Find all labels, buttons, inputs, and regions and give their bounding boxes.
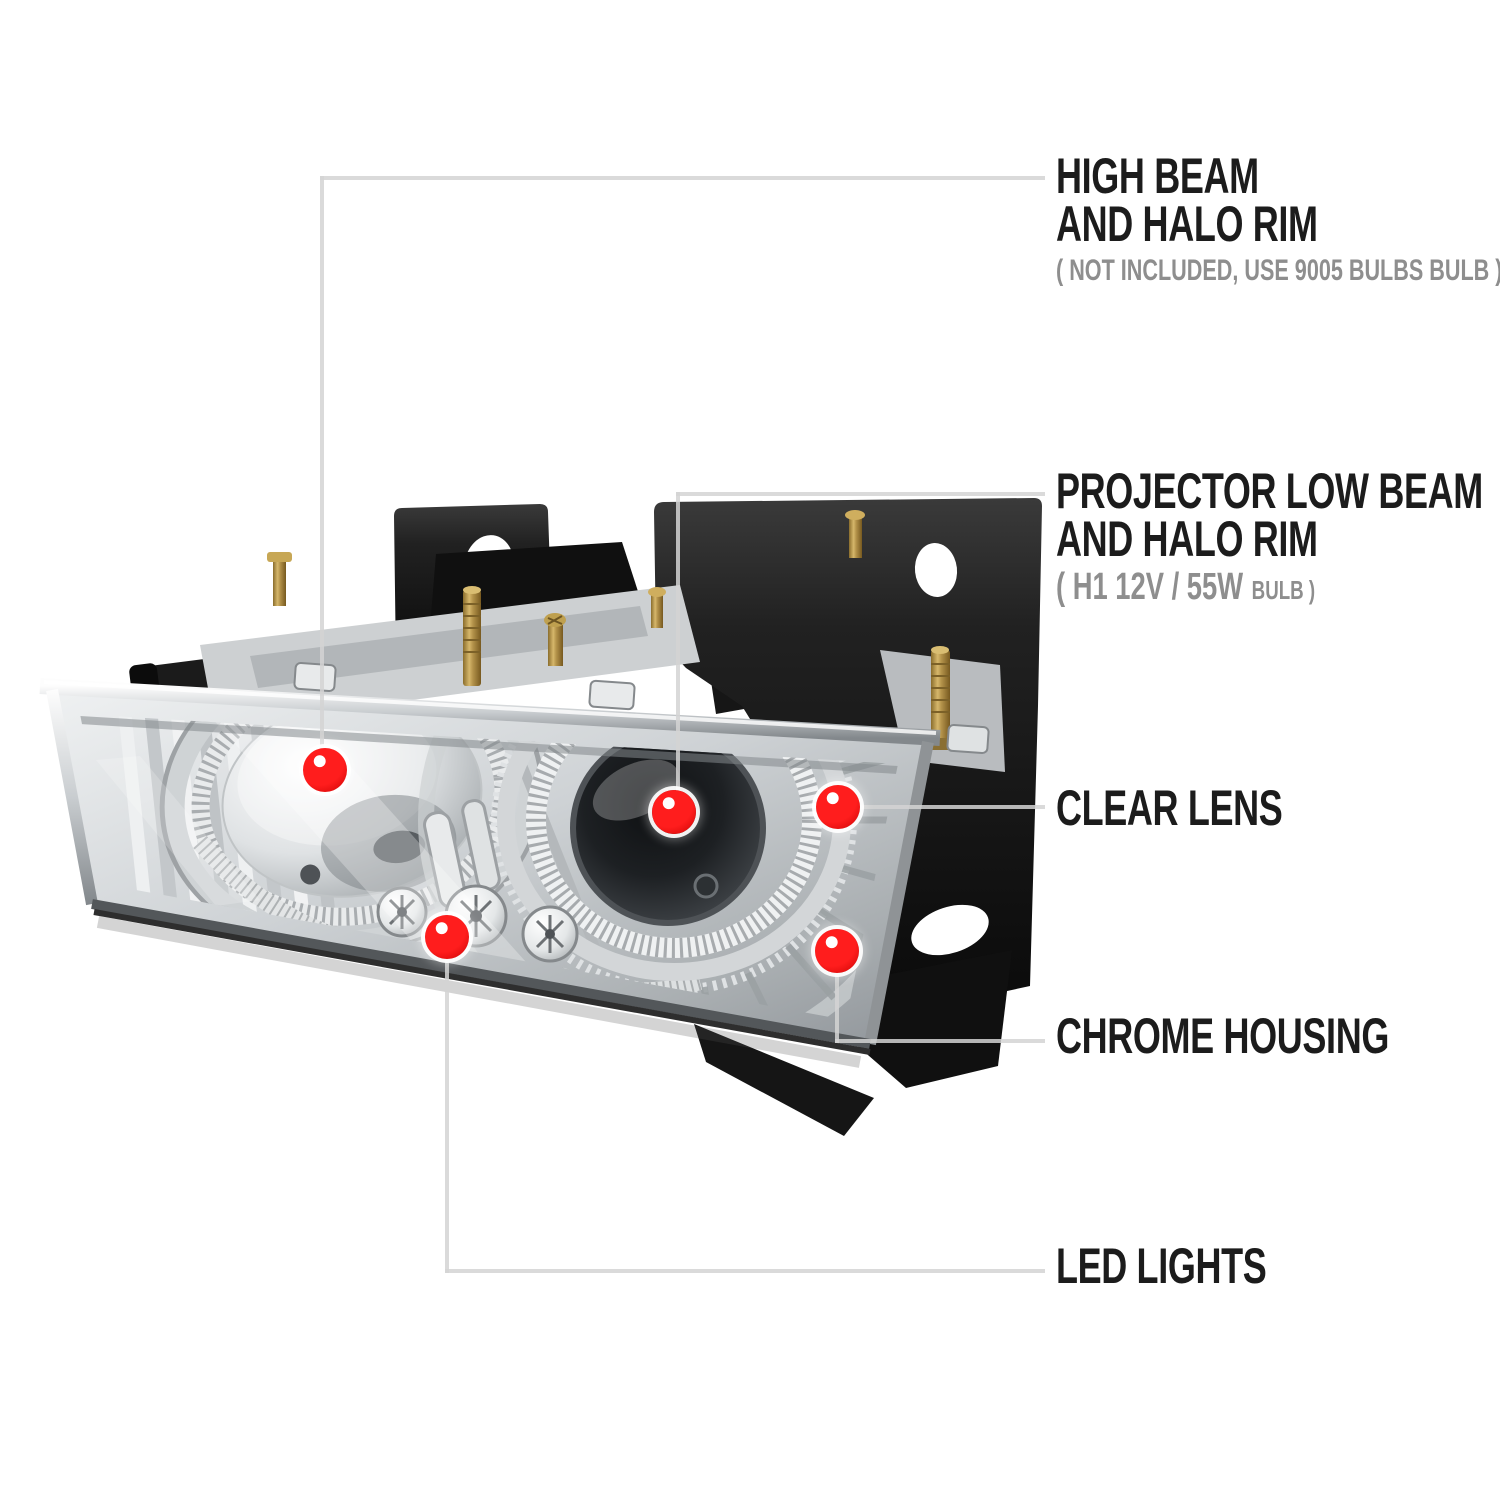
callout-line-chrome-housing-v: [835, 951, 839, 1043]
callout-title-text: HIGH BEAM: [1056, 148, 1259, 204]
callout-label-high-beam: HIGH BEAM AND HALO RIM ( NOT INCLUDED, U…: [1056, 148, 1500, 288]
mounting-stud: [463, 590, 481, 686]
callout-line-led-lights-h: [445, 1269, 1045, 1273]
callout-note: ( NOT INCLUDED, USE 9005 BULBS BULB ): [1056, 254, 1500, 288]
callout-dot-led-lights: [425, 915, 469, 959]
bracket-hole-top-right: [914, 543, 958, 597]
callout-title-text: AND HALO RIM: [1056, 196, 1318, 252]
retaining-clips: [293, 661, 990, 755]
bracket-hole-bottom-right: [911, 904, 989, 956]
callout-title-line: AND HALO RIM: [1056, 196, 1500, 252]
callout-note-text: ( NOT INCLUDED, USE 9005 BULBS BULB ): [1056, 254, 1500, 287]
callout-dot-high-beam: [303, 748, 347, 792]
chrome-top-rim: [39, 678, 941, 746]
callout-title-line: AND HALO RIM: [1056, 511, 1500, 567]
callout-title-line: CHROME HOUSING: [1056, 1008, 1500, 1064]
callout-dot-chrome-housing: [815, 929, 859, 973]
callout-title-text: PROJECTOR LOW BEAM: [1056, 463, 1483, 519]
callout-label-projector-low-beam: PROJECTOR LOW BEAM AND HALO RIM ( H1 12V…: [1056, 463, 1500, 615]
callout-label-led-lights: LED LIGHTS: [1056, 1238, 1348, 1294]
callout-title-text: AND HALO RIM: [1056, 511, 1318, 567]
callout-title-text: CHROME HOUSING: [1056, 1008, 1389, 1064]
callout-dot-projector-low-beam: [652, 790, 696, 834]
callout-label-clear-lens: CLEAR LENS: [1056, 780, 1370, 836]
callout-title-line: LED LIGHTS: [1056, 1238, 1348, 1294]
callout-line-led-lights-v: [445, 937, 449, 1273]
callout-label-chrome-housing: CHROME HOUSING: [1056, 1008, 1500, 1064]
callout-title-line: CLEAR LENS: [1056, 780, 1370, 836]
callout-line-clear-lens-h: [838, 805, 1045, 809]
callout-title-line: PROJECTOR LOW BEAM: [1056, 463, 1500, 519]
callout-line-projector-h: [676, 492, 1045, 496]
mounting-stud: [931, 650, 950, 746]
callout-line-chrome-housing-h: [835, 1039, 1045, 1043]
callout-line-high-beam-v: [320, 176, 324, 772]
callout-title-text: LED LIGHTS: [1056, 1238, 1267, 1294]
callout-dot-clear-lens: [816, 785, 860, 829]
chrome-housing-body: [39, 661, 990, 1068]
callout-line-projector-v: [676, 492, 680, 814]
callout-line-high-beam-h: [320, 176, 1045, 180]
callout-title-text: CLEAR LENS: [1056, 780, 1283, 836]
callout-note-main: ( H1 12V / 55W: [1056, 566, 1244, 608]
callout-note-small: BULB ): [1251, 575, 1316, 605]
callout-title-line: HIGH BEAM: [1056, 148, 1500, 204]
mounting-studs: [267, 510, 956, 750]
